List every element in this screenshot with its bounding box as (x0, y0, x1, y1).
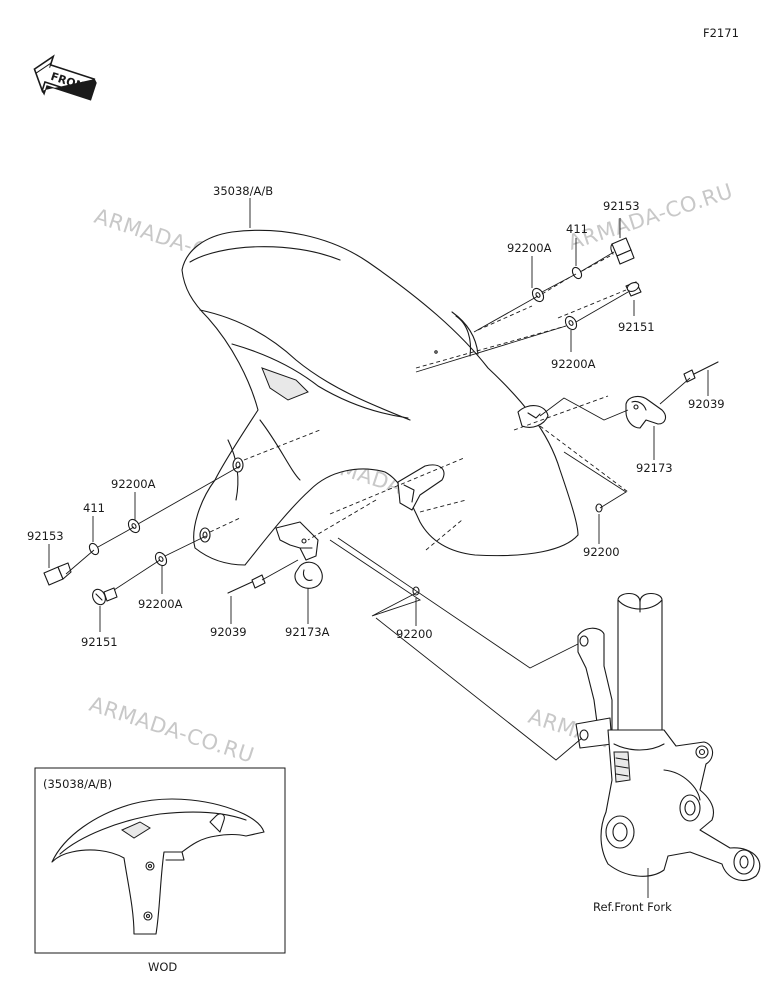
label-92039-left: 92039 (210, 625, 247, 639)
front-arrow-icon: FRONT (33, 54, 97, 101)
label-92200-right: 92200 (583, 545, 620, 559)
bolt-92153-right-drawing (610, 237, 635, 265)
label-411-right: 411 (566, 222, 588, 236)
watermark-text: ARMADA-CO.RU (565, 179, 736, 255)
diagram-code: F2171 (703, 26, 739, 40)
screw-92039-left-drawing (227, 574, 266, 594)
clamp-92173-drawing (625, 395, 667, 429)
leader-lines (48, 198, 709, 898)
front-fork-drawing (575, 592, 761, 881)
label-fender-35038: 35038/A/B (213, 184, 273, 198)
label-411-left: 411 (83, 501, 105, 515)
bolt-92151-right-drawing (625, 281, 642, 297)
watermark-text: ARMADA-CO.RU (86, 692, 257, 768)
washer-92200a-left-upper-drawing (127, 518, 141, 534)
label-92173a: 92173A (285, 625, 330, 639)
label-92200a-left-lower: 92200A (138, 597, 183, 611)
label-92039-right: 92039 (688, 397, 725, 411)
inset-caption: WOD (148, 960, 177, 974)
bolt-92153-left-drawing (43, 562, 72, 586)
label-92173: 92173 (636, 461, 673, 475)
washer-92200a-left-lower-drawing (154, 551, 168, 567)
label-92153-left: 92153 (27, 529, 64, 543)
label-92200a-right-upper: 92200A (507, 241, 552, 255)
label-ref-front-fork: Ref.Front Fork (593, 900, 672, 914)
collar-92200-right-drawing (595, 503, 603, 513)
washer-411-right-drawing (571, 266, 583, 280)
inset-fender-drawing (51, 798, 265, 935)
clamp-92173a-drawing (275, 521, 323, 589)
label-92200a-left-upper: 92200A (111, 477, 156, 491)
label-92151-right: 92151 (618, 320, 655, 334)
label-92200-center: 92200 (396, 627, 433, 641)
label-92153-right: 92153 (603, 199, 640, 213)
inset-title: (35038/A/B) (43, 777, 112, 791)
wod-inset: (35038/A/B) WOD (34, 767, 286, 974)
label-92200a-right-lower: 92200A (551, 357, 596, 371)
part-labels: 35038/A/B 92153 411 92200A 92151 92200A … (27, 184, 725, 914)
install-lines (209, 255, 629, 551)
label-92151-left: 92151 (81, 635, 118, 649)
front-fender-drawing (181, 229, 579, 566)
screw-92039-right-drawing (683, 361, 719, 383)
washer-92200a-right-lower-drawing (564, 315, 578, 331)
bolt-92151-left-drawing (92, 587, 118, 606)
washer-92200a-right-upper-drawing (531, 287, 545, 303)
